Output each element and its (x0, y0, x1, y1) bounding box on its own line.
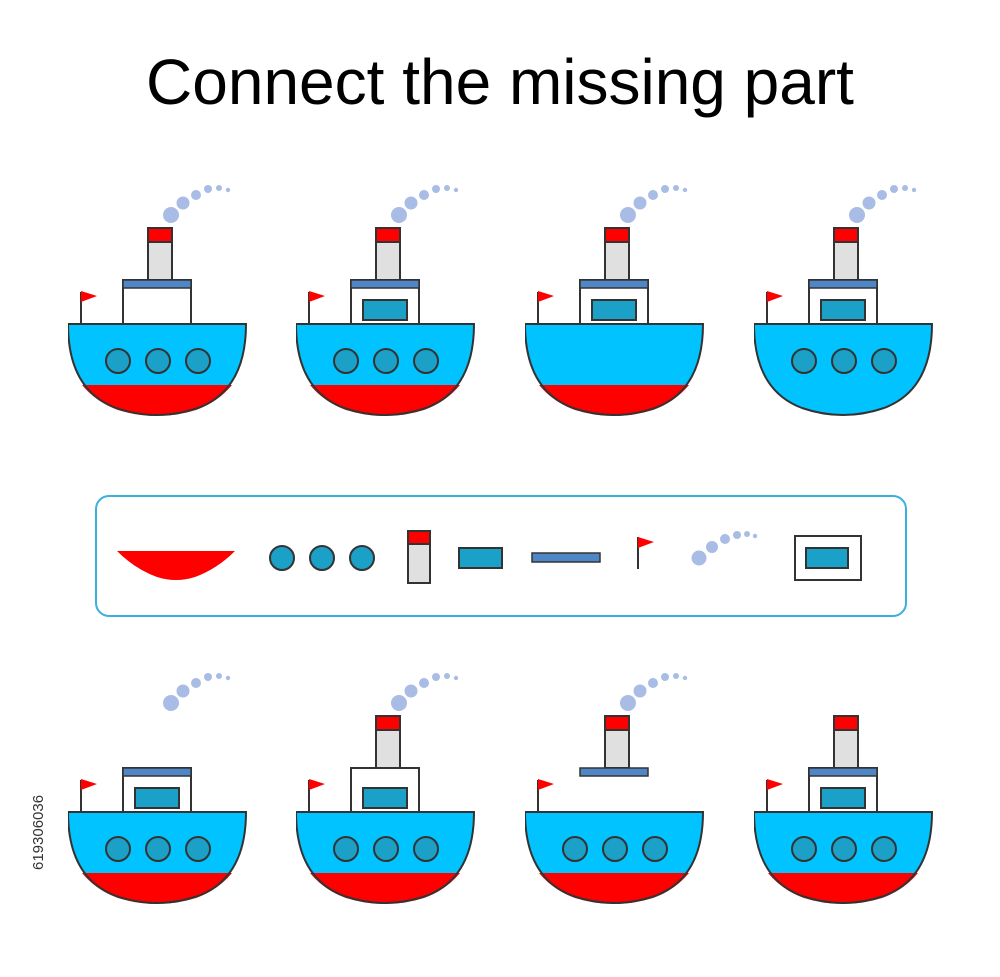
smoke-part[interactable] (690, 527, 760, 567)
flag-icon (309, 291, 325, 302)
ship-bottom-2[interactable] (296, 668, 496, 918)
flag-icon (767, 779, 783, 790)
smoke-icon (620, 185, 688, 223)
portholes-icon (791, 836, 897, 862)
stock-id-label: 619306036 (8, 740, 47, 870)
smoke-icon (163, 673, 231, 711)
parts-panel (95, 495, 907, 617)
flag-icon (538, 291, 554, 302)
portholes-icon (791, 348, 897, 374)
portholes-icon (105, 348, 211, 374)
smoke-icon (849, 185, 917, 223)
window-icon (820, 299, 866, 321)
flag-icon (767, 291, 783, 302)
smoke-icon (620, 673, 688, 711)
portholes-icon (562, 836, 668, 862)
window-icon (591, 299, 637, 321)
ship-top-3[interactable] (525, 180, 725, 430)
flag-part[interactable] (635, 535, 657, 571)
flag-icon (538, 779, 554, 790)
smoke-icon (391, 673, 459, 711)
window-icon (362, 787, 408, 809)
ship-top-1[interactable] (68, 180, 268, 430)
roof-stripe-part[interactable] (530, 551, 602, 565)
portholes-icon (333, 836, 439, 862)
window-icon (820, 787, 866, 809)
ship-bottom-1[interactable] (68, 668, 268, 918)
page-title: Connect the missing part (146, 46, 854, 118)
ship-bottom-3[interactable] (525, 668, 725, 918)
hull (525, 323, 705, 416)
chimney-part[interactable] (406, 529, 434, 587)
smoke-icon (163, 185, 231, 223)
ship-bottom-4[interactable] (754, 668, 954, 918)
flag-icon (309, 779, 325, 790)
ship-top-4[interactable] (754, 180, 954, 430)
ship-top-2[interactable] (296, 180, 496, 430)
flag-icon (81, 291, 97, 302)
cabin-with-window-part[interactable] (793, 534, 865, 584)
smoke-icon (391, 185, 459, 223)
portholes-part[interactable] (267, 542, 379, 574)
window-icon (134, 787, 180, 809)
portholes-icon (105, 836, 211, 862)
window-icon (362, 299, 408, 321)
flag-icon (81, 779, 97, 790)
portholes-icon (333, 348, 439, 374)
stock-id-text: 619306036 (30, 794, 47, 870)
red-hull-part[interactable] (117, 547, 237, 585)
window-part[interactable] (457, 546, 505, 572)
